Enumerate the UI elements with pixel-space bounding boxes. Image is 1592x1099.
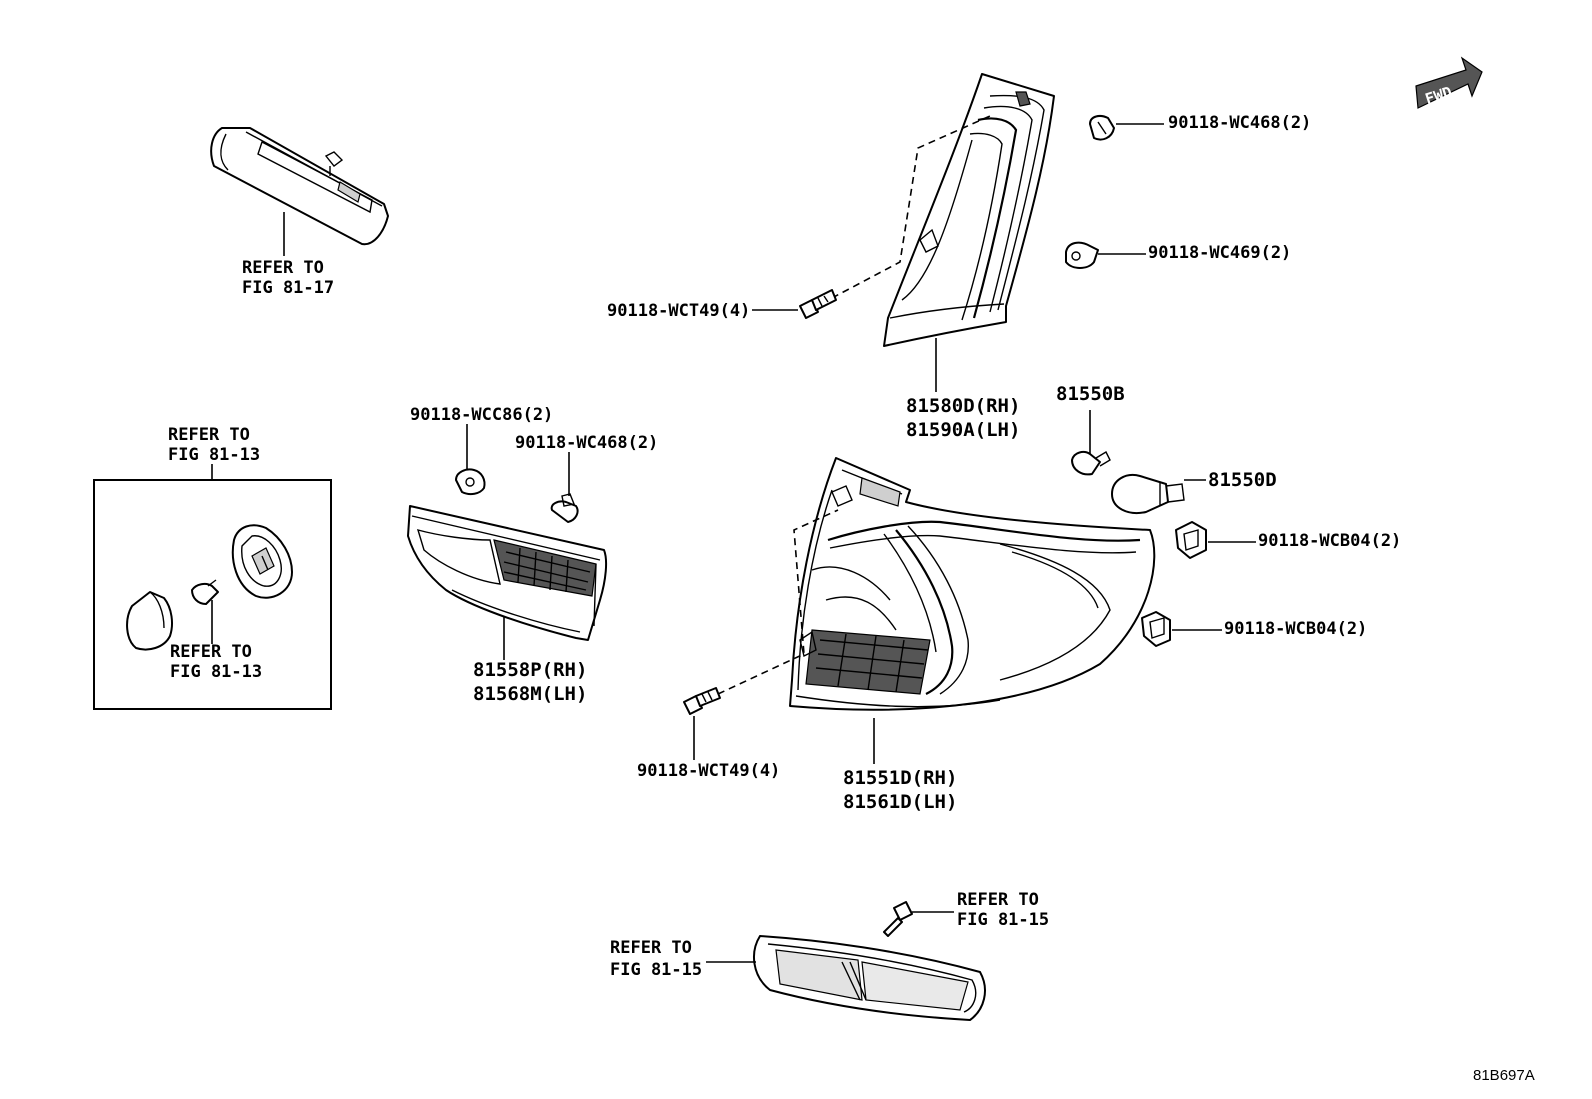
small-bulb xyxy=(191,579,219,605)
screw-wct49-top-label: 90118-WCT49(4) xyxy=(607,301,750,321)
screw-wct49-bottom-label: 90118-WCT49(4) xyxy=(637,761,780,781)
clip-wcb04-lower-label: 90118-WCB04(2) xyxy=(1224,619,1367,639)
clip-wcc86-label: 90118-WCC86(2) xyxy=(410,405,553,425)
clip-wc468-top-icon xyxy=(1089,115,1115,141)
upper-lamp xyxy=(883,73,1055,347)
bulb-small-icon xyxy=(1071,451,1111,476)
refer-fig-81-15-screw-line2: FIG 81-15 xyxy=(957,910,1049,930)
upper-lamp-part-lh: 81590A(LH) xyxy=(906,419,1020,441)
diagram-code: 81B697A xyxy=(1473,1067,1535,1084)
bulb-socket xyxy=(231,524,293,599)
screw-wct49-top-icon xyxy=(799,289,837,319)
socket-detail-box xyxy=(93,479,332,710)
clip-wc468-mid-label: 90118-WC468(2) xyxy=(515,433,658,453)
clip-wcb04-upper-label: 90118-WCB04(2) xyxy=(1258,531,1401,551)
inner-lamp xyxy=(407,505,608,641)
inner-lamp-part-lh: 81568M(LH) xyxy=(473,683,587,705)
refer-fig-81-15-reflector-line1: REFER TO xyxy=(610,938,692,958)
screw-reflector-icon xyxy=(883,901,913,937)
screw-wct49-bottom-icon xyxy=(683,687,721,715)
refer-fig-81-13-bulb-line2: FIG 81-13 xyxy=(170,662,262,682)
bulb-large-icon xyxy=(1111,474,1185,514)
clip-wc468-top-label: 90118-WC468(2) xyxy=(1168,113,1311,133)
refer-fig-81-15-reflector-line2: FIG 81-15 xyxy=(610,960,702,980)
inner-lamp-part-rh: 81558P(RH) xyxy=(473,659,587,681)
outer-combination-lamp xyxy=(789,457,1156,711)
clip-wc469-icon xyxy=(1065,241,1099,269)
refer-fig-81-15-screw-line1: REFER TO xyxy=(957,890,1039,910)
rear-reflector xyxy=(753,935,986,1021)
dashed-guide xyxy=(717,509,839,695)
fwd-arrow-icon: FWD xyxy=(1415,56,1483,109)
dashed-guide xyxy=(831,115,991,299)
refer-fig-81-13-box-line1: REFER TO xyxy=(168,425,250,445)
refer-fig-81-13-box-line2: FIG 81-13 xyxy=(168,445,260,465)
side-marker-lamp xyxy=(210,127,389,246)
bulb-small-part: 81550B xyxy=(1056,383,1125,405)
bulb-large-part: 81550D xyxy=(1208,469,1277,491)
clip-wcb04-upper-icon xyxy=(1175,521,1207,559)
upper-lamp-part-rh: 81580D(RH) xyxy=(906,395,1020,417)
outer-lamp-part-rh: 81551D(RH) xyxy=(843,767,957,789)
clip-wc469-label: 90118-WC469(2) xyxy=(1148,243,1291,263)
socket-cap xyxy=(126,591,173,651)
refer-fig-81-17-line2: FIG 81-17 xyxy=(242,278,334,298)
clip-wc468-mid-icon xyxy=(550,493,579,523)
clip-wcb04-lower-icon xyxy=(1141,611,1171,647)
outer-lamp-part-lh: 81561D(LH) xyxy=(843,791,957,813)
refer-fig-81-17-line1: REFER TO xyxy=(242,258,324,278)
refer-fig-81-13-bulb-line1: REFER TO xyxy=(170,642,252,662)
clip-wcc86-icon xyxy=(455,468,486,496)
